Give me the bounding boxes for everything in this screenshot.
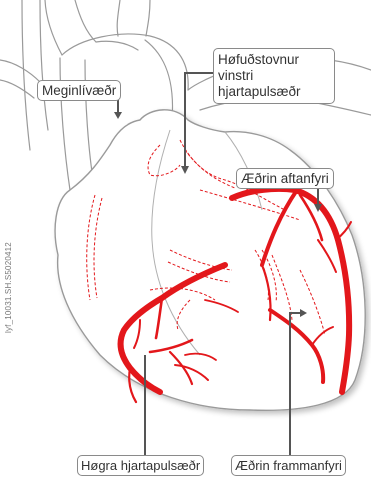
heart-outline [55,110,365,410]
label-right-coronary: Høgra hjartapulsæðr [77,455,204,476]
image-code: lyf_10031.SH.S5020412 [4,242,13,333]
label-main-left-coronary: Høfuðstovnur vinstri hjartapulsæðr [213,48,335,104]
label-anterior-artery: Æðrin frammanfyri [231,455,346,476]
label-posterior-artery: Æðrin aftanfyri [236,168,334,189]
label-aorta: Meginlívæðr [37,80,121,101]
